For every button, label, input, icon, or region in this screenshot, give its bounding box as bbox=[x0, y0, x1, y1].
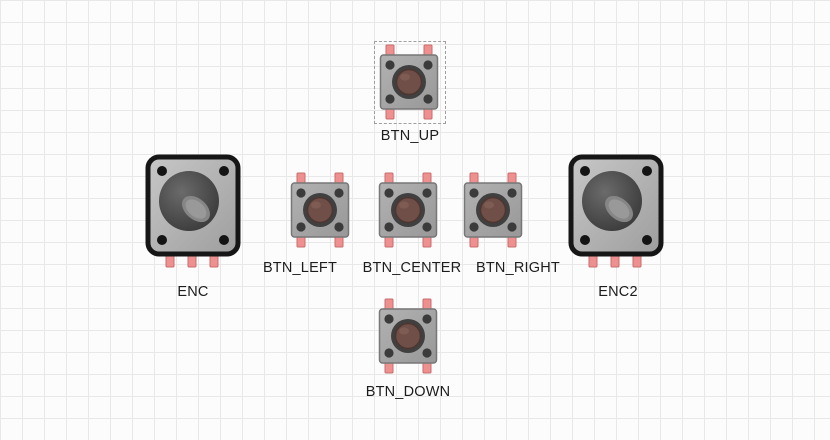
pushbutton-icon bbox=[379, 44, 439, 120]
rotary-encoder-icon bbox=[145, 154, 241, 270]
pushbutton-icon bbox=[378, 298, 438, 374]
pushbutton-icon bbox=[290, 172, 350, 248]
component-label-btn-right: BTN_RIGHT bbox=[476, 260, 560, 276]
component-enc[interactable]: ENC bbox=[145, 154, 241, 300]
component-btn-left[interactable]: BTN_LEFT bbox=[263, 172, 350, 276]
component-btn-right[interactable]: BTN_RIGHT bbox=[463, 172, 560, 276]
component-label-btn-center: BTN_CENTER bbox=[362, 260, 462, 276]
rotary-encoder-icon bbox=[568, 154, 664, 270]
component-btn-center[interactable]: BTN_CENTER bbox=[363, 172, 461, 276]
component-btn-up[interactable]: BTN_UP bbox=[379, 44, 439, 144]
pushbutton-icon bbox=[378, 172, 438, 248]
component-label-btn-up: BTN_UP bbox=[380, 128, 440, 144]
component-label-btn-left: BTN_LEFT bbox=[262, 260, 338, 276]
component-label-btn-down: BTN_DOWN bbox=[365, 384, 451, 400]
component-enc2[interactable]: ENC2 bbox=[568, 154, 664, 300]
pushbutton-icon bbox=[463, 172, 523, 248]
component-label-enc2: ENC2 bbox=[598, 284, 638, 300]
component-btn-down[interactable]: BTN_DOWN bbox=[366, 298, 450, 400]
component-label-enc: ENC bbox=[177, 284, 209, 300]
